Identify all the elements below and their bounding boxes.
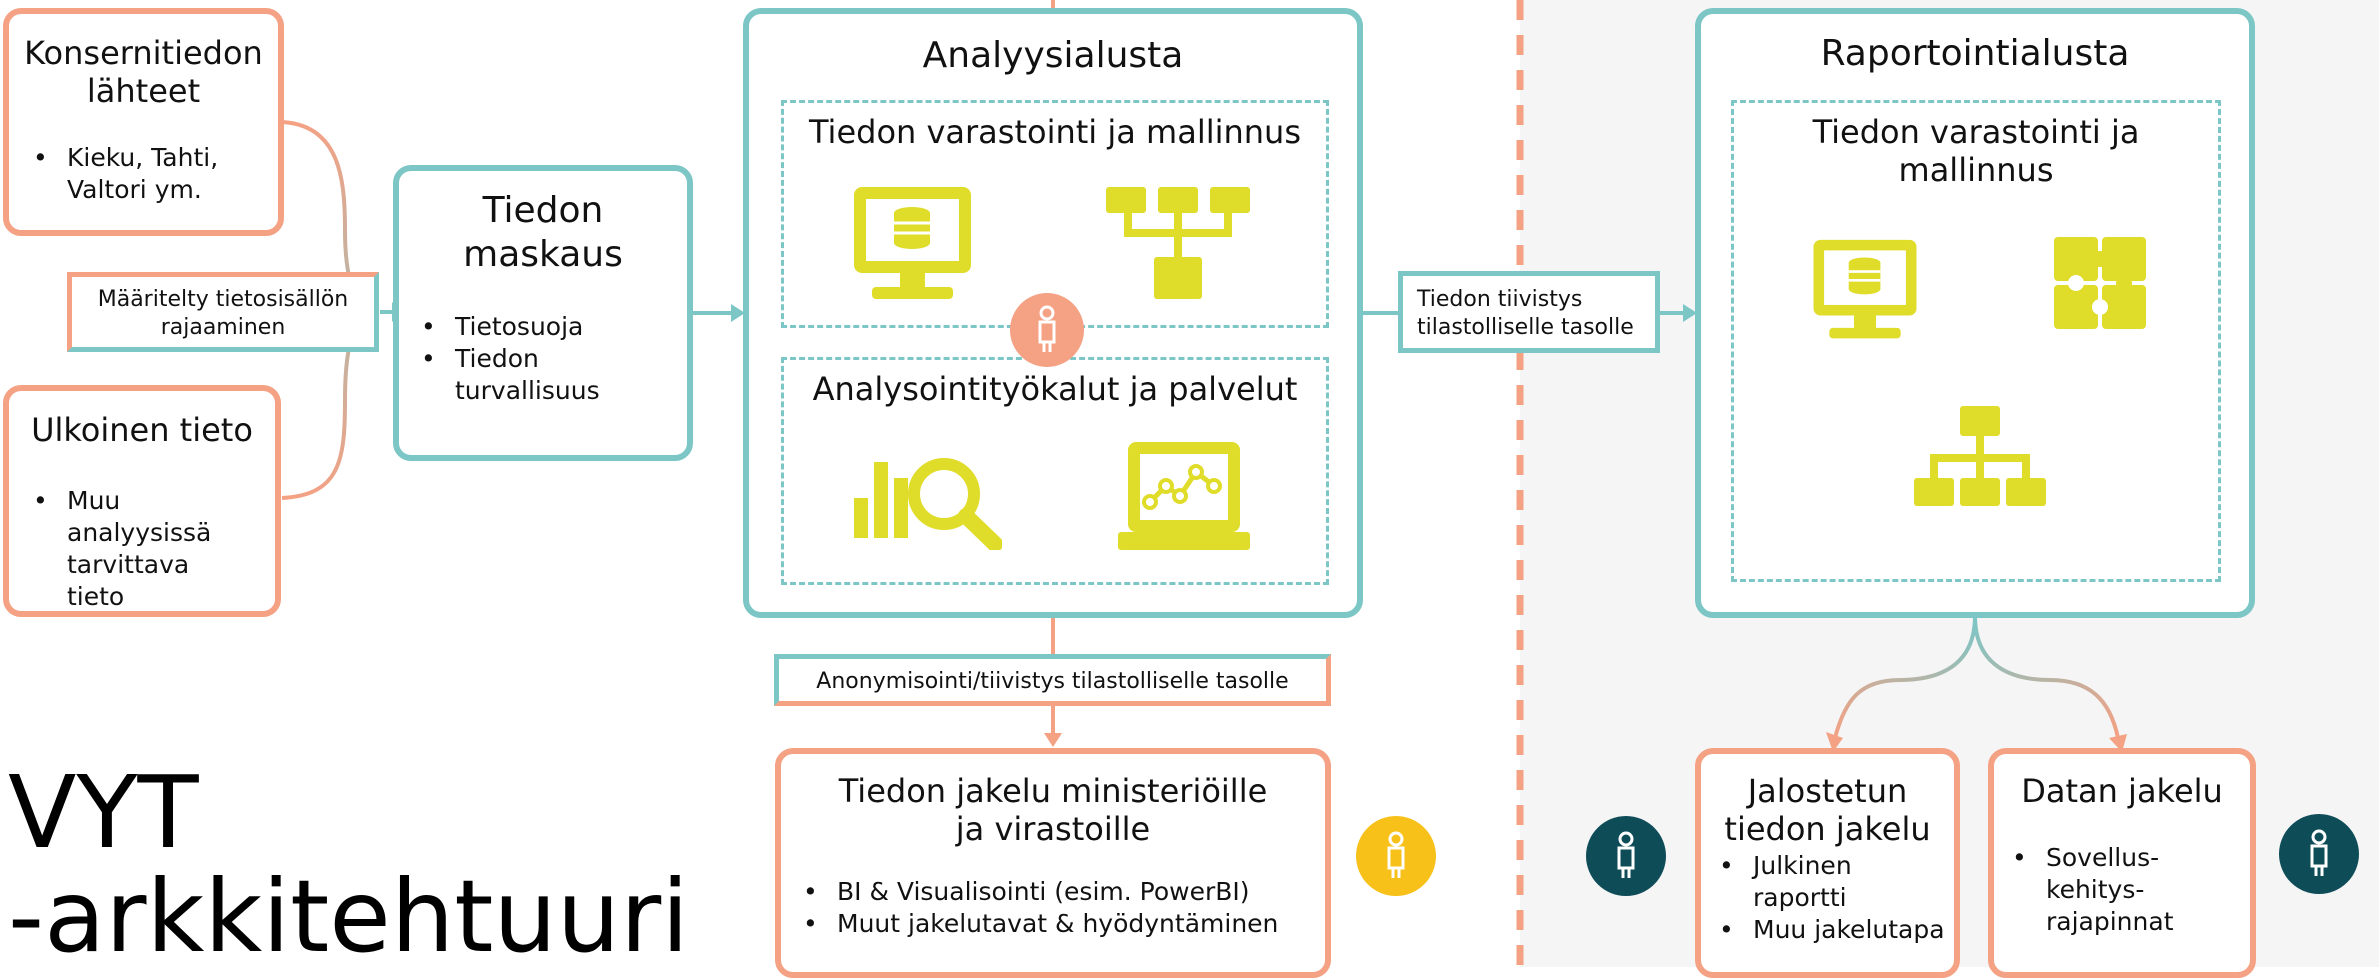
list-item: •BI & Visualisointi (esim. PowerBI) (803, 877, 1250, 906)
anonymization-label: Anonymisointi/tiivistys tilastolliselle … (816, 669, 1289, 694)
reporting-platform-box: Raportointialusta (1695, 8, 2255, 618)
split-to-refined (1833, 615, 1977, 739)
split-to-data (1973, 615, 2120, 739)
database-monitor-icon (1813, 239, 1917, 339)
page-title-line1: VYT (8, 754, 199, 871)
puzzle-icon (2054, 237, 2146, 329)
analysis-tools-title: Analysointityökalut ja palvelut (812, 370, 1298, 408)
reporting-storage-title: Tiedon varastointi ja mallinnus (1812, 113, 2140, 189)
internal-sources-box: Konsernitiedon lähteet •Kieku, Tahti, Va… (3, 8, 284, 236)
analysis-storage-title: Tiedon varastointi ja mallinnus (808, 113, 1301, 151)
flow-hierarchy-icon (1106, 187, 1250, 299)
laptop-chart-icon (1118, 442, 1250, 550)
person-icon (1010, 293, 1084, 367)
analysis-storage-panel: Tiedon varastointi ja mallinnus (781, 100, 1329, 328)
anonymization-label-box: Anonymisointi/tiivistys tilastolliselle … (774, 654, 1331, 706)
distribution-box: Tiedon jakelu ministeriöille ja virastoi… (775, 748, 1331, 978)
list-item: •Kieku, Tahti, Valtori ym. (33, 143, 219, 204)
refined-title: Jalostetun tiedon jakelu (1724, 772, 1931, 848)
list-item: •Tietosuoja (421, 312, 584, 341)
external-sources-box: Ulkoinen tieto •Muu analyysissä tarvitta… (3, 385, 281, 617)
org-chart-icon (1914, 406, 2046, 506)
scope-label: Määritelty tietosisällön rajaaminen (97, 287, 349, 340)
analysis-tools-panel: Analysointityökalut ja palvelut (781, 357, 1329, 585)
external-sources-title: Ulkoinen tieto (31, 411, 253, 449)
page-title-line2: -arkkitehtuuri (8, 858, 690, 975)
person-icon (1586, 816, 1666, 896)
list-item: •Tiedon turvallisuus (421, 344, 600, 405)
list-item: •Muut jakelutavat & hyödyntäminen (803, 909, 1279, 938)
person-icon (1356, 816, 1436, 896)
person-icon (2279, 814, 2359, 894)
data-distribution-title: Datan jakelu (2021, 772, 2223, 810)
masking-title: Tiedon maskaus (463, 190, 623, 275)
data-distribution-box: Datan jakelu •Sovellus-kehitys-rajapinna… (1988, 748, 2256, 978)
masking-box: Tiedon maskaus •Tietosuoja •Tiedon turva… (393, 165, 693, 461)
refined-distribution-box: Jalostetun tiedon jakelu •Julkinen rapor… (1695, 748, 1960, 978)
list-item: •Sovellus-kehitys-rajapinnat (2012, 843, 2174, 936)
chart-search-icon (854, 458, 1002, 550)
scope-label-box: Määritelty tietosisällön rajaaminen (67, 272, 379, 352)
distribution-title: Tiedon jakelu ministeriöille ja virastoi… (838, 772, 1268, 848)
list-item: •Muu analyysissä tarvittava tieto (33, 486, 212, 611)
reporting-title: Raportointialusta (1820, 33, 2130, 74)
aggregation-label-box: Tiedon tiivistys tilastolliselle tasolle (1398, 271, 1660, 353)
aggregation-label: Tiedon tiivistys tilastolliselle tasolle (1417, 287, 1634, 340)
internal-sources-title: Konsernitiedon lähteet (24, 34, 263, 110)
database-monitor-icon (854, 187, 971, 299)
list-item: •Muu jakelutapa (1719, 915, 1945, 944)
reporting-storage-panel: Tiedon varastointi ja mallinnus (1731, 100, 2221, 582)
list-item: •Julkinen raportti (1719, 851, 1852, 912)
analysis-title: Analyysialusta (922, 35, 1184, 76)
